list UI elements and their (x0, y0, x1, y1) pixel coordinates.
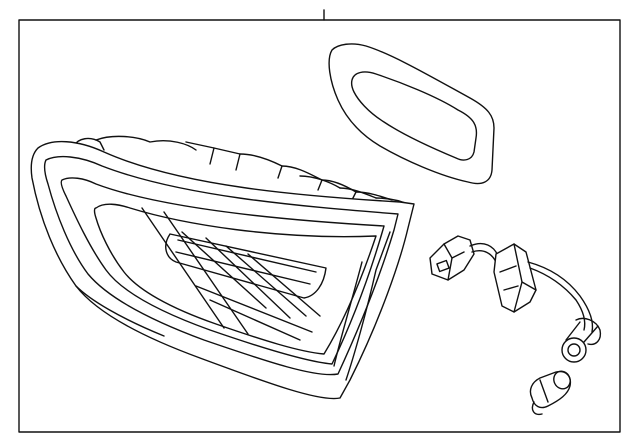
wire-harness-socket-icon (429, 235, 602, 363)
bulb-icon (529, 370, 572, 416)
gasket-seal-icon (328, 43, 495, 185)
diagram-frame (18, 19, 621, 433)
tail-lamp-housing-icon (30, 135, 415, 400)
